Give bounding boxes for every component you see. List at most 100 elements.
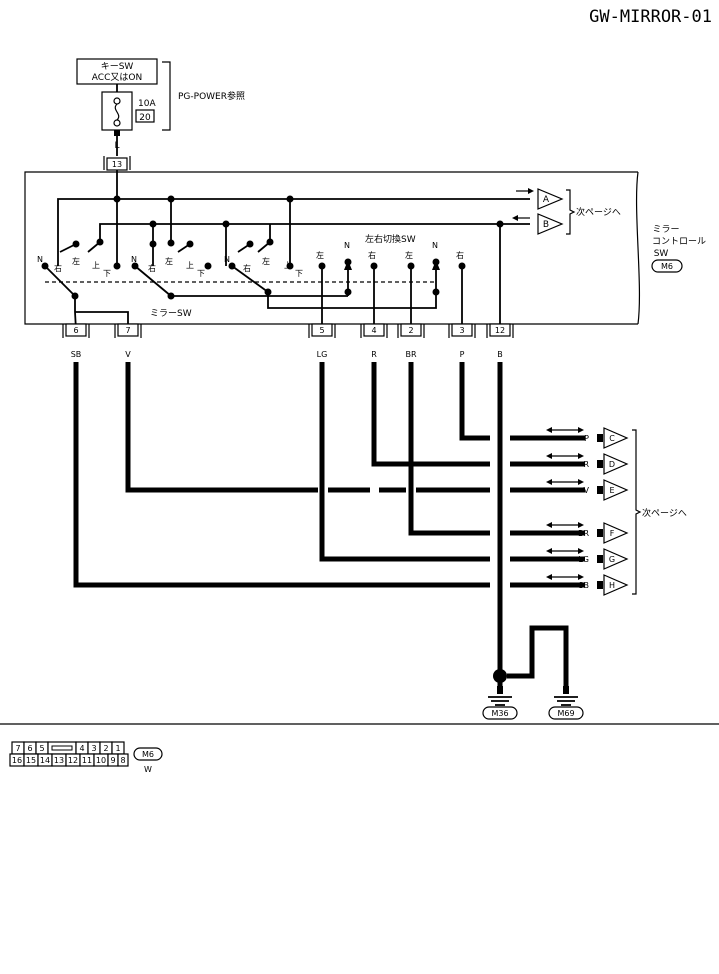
power-ref-bracket [162,61,171,131]
svg-text:E: E [609,486,614,495]
fuse-terminal-bottom [113,119,121,127]
ref-f: BR F [546,522,629,544]
svg-text:BR: BR [578,529,589,538]
svg-text:F: F [610,529,615,538]
harness-br-a [408,362,490,536]
fuse-number-box [135,109,155,123]
svg-text:1: 1 [115,744,120,753]
svg-text:6: 6 [27,744,32,753]
lr-sw-label: 左右切換SW [365,233,416,245]
svg-text:左: 左 [165,256,173,266]
wire-l-color: L [114,141,119,151]
svg-text:V: V [584,486,590,495]
pin-6: 6 SB [62,323,90,359]
fuse-icon [114,103,120,121]
harness-p-a [459,362,490,441]
svg-text:12: 12 [68,756,78,765]
svg-text:M6: M6 [142,750,154,759]
svg-text:SB: SB [578,581,589,590]
svg-text:下: 下 [197,269,205,278]
svg-text:7: 7 [125,326,130,335]
ref-e: V E [546,479,629,501]
ref-b-letter: B [543,220,549,230]
svg-text:H: H [609,581,615,590]
svg-text:3: 3 [91,744,96,753]
svg-text:右: 右 [456,250,464,260]
pin-13-housing [103,156,131,170]
svg-text:上: 上 [186,261,194,270]
ab-bracket [566,189,576,235]
ground-join-wire-color: B [529,649,535,658]
ref-g: LG G [546,548,629,570]
svg-text:N: N [131,255,137,264]
svg-text:13: 13 [54,756,64,765]
svg-text:M69: M69 [557,709,574,718]
svg-text:5: 5 [39,744,44,753]
svg-text:2: 2 [103,744,108,753]
ground-wire-b-2: B [563,649,569,658]
module-connector-badge [651,259,683,273]
svg-text:R: R [583,460,589,469]
svg-text:G: G [609,555,615,564]
fuse-amperage: 10A [138,99,156,109]
svg-text:4: 4 [371,326,376,335]
key-switch-box [76,58,158,85]
svg-text:左: 左 [72,256,80,266]
svg-text:右: 右 [148,263,156,273]
harness-v-a [125,362,318,493]
harness-sb-a [73,362,490,588]
svg-text:11: 11 [82,756,92,765]
wire-l-terminal [114,130,120,136]
svg-text:5: 5 [319,326,324,335]
svg-text:14: 14 [40,756,50,765]
svg-text:左: 左 [405,250,413,260]
ground-m69: M69 [548,686,584,720]
pin-13-number: 13 [112,160,122,169]
ref-a-triangle [537,188,564,210]
svg-text:8: 8 [120,756,125,765]
ground-join-wire [507,625,569,690]
power-ref-label: PG-POWER参照 [178,90,245,102]
mirror-sw-group-3: N 右 左 上 下 [224,238,303,296]
pin-5: 5 LG [308,323,336,359]
svg-text:W: W [144,765,152,774]
svg-text:右: 右 [243,263,251,273]
svg-text:右: 右 [54,263,62,273]
mirror-sw-group-2: N 右 左 上 下 [131,239,212,300]
module-break-line [635,171,641,325]
svg-text:C: C [609,434,615,443]
svg-text:左: 左 [262,256,270,266]
svg-text:V: V [125,350,131,359]
svg-text:7: 7 [15,744,20,753]
svg-text:15: 15 [26,756,36,765]
pin-4: 4 R [360,323,388,359]
int-g3-link [267,292,437,309]
svg-text:16: 16 [12,756,22,765]
mirror-sw-group-1: N 右 左 上 下 [37,238,121,300]
svg-text:9: 9 [110,756,115,765]
svg-text:上: 上 [92,261,100,270]
module-name-3: SW [654,249,669,259]
right-refs-next-page: 次ページへ [642,507,687,519]
svg-text:P: P [584,434,589,443]
svg-text:N: N [224,255,230,264]
svg-text:P: P [460,350,465,359]
pin-3: 3 P [448,323,476,359]
ref-b-triangle [537,213,564,235]
svg-text:R: R [371,350,377,359]
pin-7: 7 V [114,323,142,359]
ab-next-page: 次ページへ [576,206,621,218]
module-name-2: コントロール [652,237,706,247]
svg-text:BR: BR [405,350,416,359]
connector-face: 7 6 5 4 3 2 1 16 15 14 13 12 11 10 9 8 M… [9,741,163,774]
svg-text:12: 12 [495,326,505,335]
pin-12: 12 B [486,323,514,359]
svg-text:N: N [432,241,438,250]
ground-wire-b-1: B [497,649,503,658]
svg-text:4: 4 [79,744,84,753]
svg-text:2: 2 [408,326,413,335]
svg-text:右: 右 [368,250,376,260]
svg-text:6: 6 [73,326,78,335]
svg-text:M36: M36 [491,709,508,718]
